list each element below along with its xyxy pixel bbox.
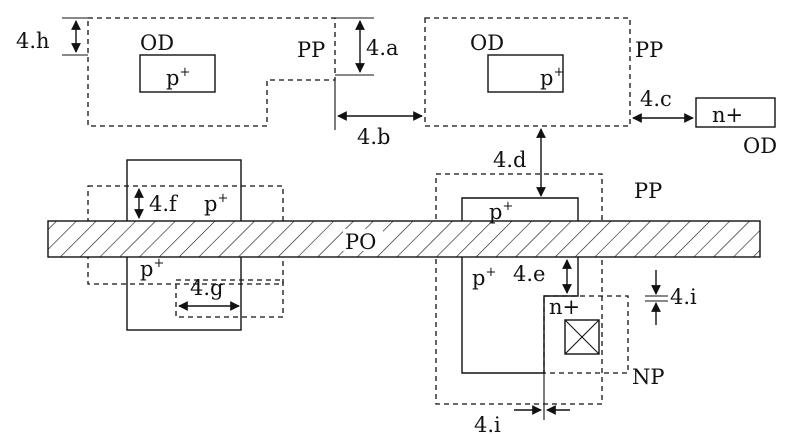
p-plus-label-left-lower: p+: [140, 256, 164, 281]
contact-square: [564, 319, 600, 355]
rule-label-4i-right: 4.i: [670, 285, 697, 309]
rule-label-4e: 4.e: [513, 262, 545, 286]
n-plus-label-np: n+: [549, 295, 580, 319]
np-label: NP: [632, 365, 665, 389]
contact-cross-b: [564, 319, 600, 355]
rule-label-4f: 4.f: [149, 192, 179, 216]
od-label-n-plus: OD: [743, 134, 777, 158]
np-region: [543, 295, 629, 374]
pp-region-top-right: [424, 17, 631, 127]
p-plus-label-top-right: p+: [540, 65, 564, 90]
pp-label-top-left: PP: [297, 38, 325, 62]
rule-label-4h: 4.h: [16, 29, 50, 53]
rule-label-4i-bottom: 4.i: [474, 413, 501, 435]
p-plus-label-right-lower: p+: [472, 265, 496, 290]
p-plus-od-top-left: [139, 54, 216, 93]
po-label-backdrop: [343, 229, 383, 251]
od-label-top-right: OD: [470, 31, 504, 55]
p-plus-label-top-left: p+: [166, 65, 190, 90]
rule-label-4b: 4.b: [357, 125, 390, 149]
pp-region-top-left: [87, 17, 336, 127]
rule-label-4d: 4.d: [493, 148, 526, 172]
pp-label-top-right: PP: [635, 38, 663, 62]
rule-label-4g: 4.g: [190, 276, 223, 300]
od-label-top-left: OD: [140, 31, 174, 55]
n-plus-label-od: n+: [712, 103, 743, 127]
n-plus-od: [695, 97, 776, 128]
po-label: PO: [345, 230, 376, 254]
po-bar: [47, 220, 761, 258]
p-plus-label-right-upper: p+: [489, 199, 513, 224]
rule-label-4a: 4.a: [366, 36, 399, 60]
p-plus-od-top-right: [487, 54, 564, 93]
rule-label-4c: 4.c: [640, 87, 672, 111]
pp-label-right-transistor: PP: [634, 179, 662, 203]
pp-region-right-transistor: [435, 173, 603, 405]
p-plus-label-left-upper: p+: [204, 191, 228, 216]
